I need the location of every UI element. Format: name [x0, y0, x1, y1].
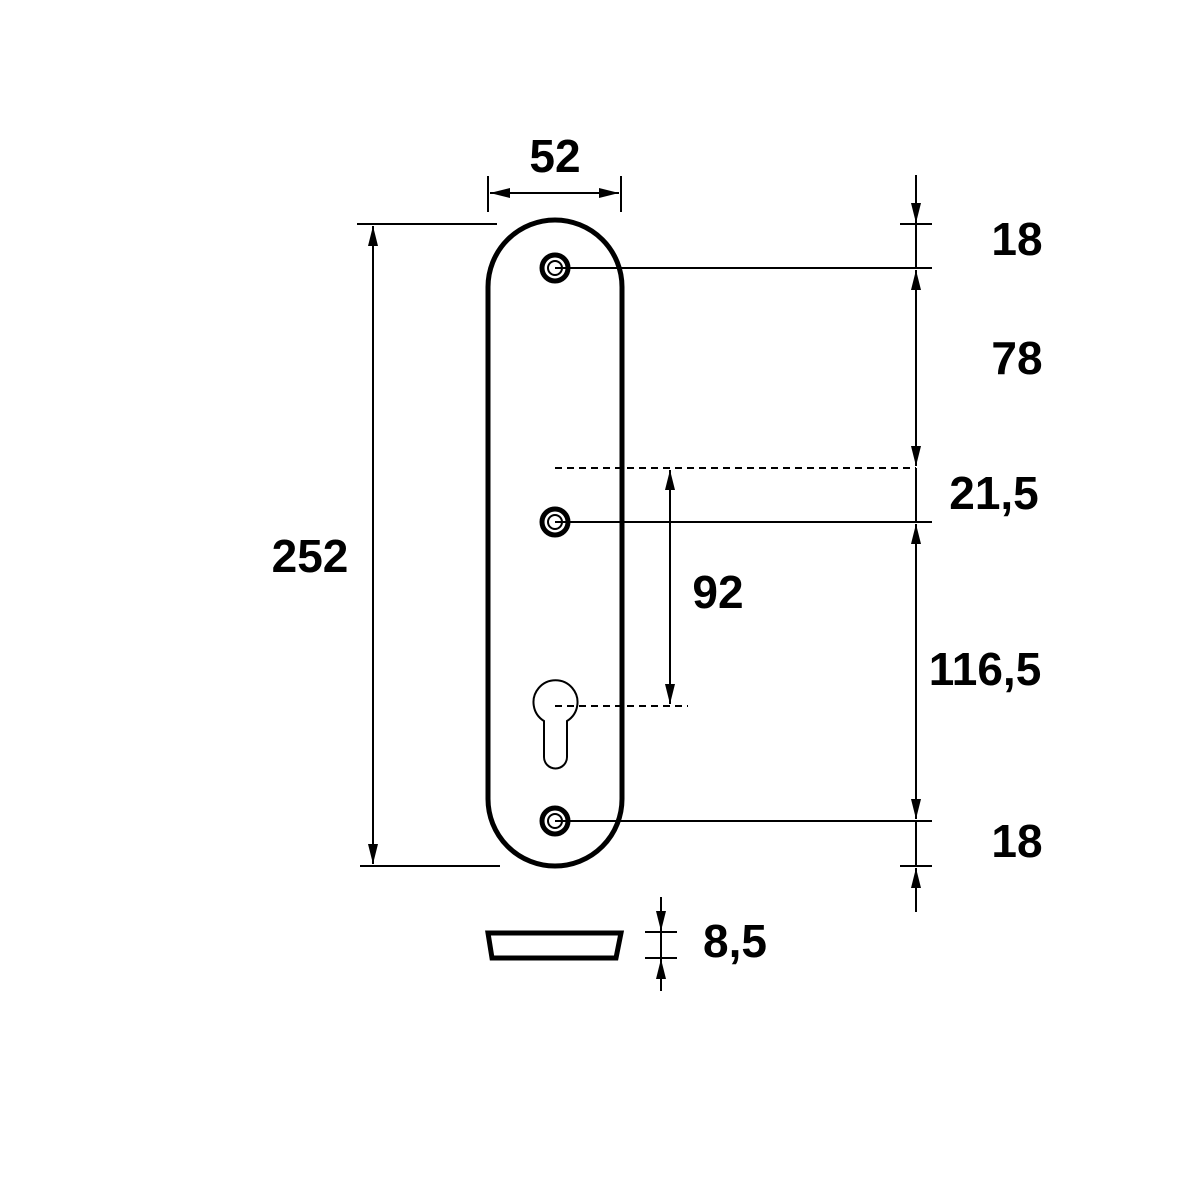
plate-outline	[485, 217, 625, 869]
bottom-margin-label: 18	[991, 815, 1042, 867]
plate-profile	[485, 930, 625, 961]
width-dimension: 52	[487, 130, 622, 212]
offset-label: 21,5	[949, 467, 1039, 519]
height-dimension: 252	[272, 223, 500, 867]
hole-spacing-dimensions: 18 78 21,5 116,5 18	[555, 175, 1043, 912]
thickness-dimension: 8,5	[645, 897, 767, 991]
keyhole-distance-dimension: 92	[555, 470, 744, 707]
width-label: 52	[529, 130, 580, 182]
keyhole-cylinder-cutout	[532, 679, 579, 770]
thickness-label: 8,5	[703, 915, 767, 967]
screw-holes	[539, 252, 571, 837]
upper-spacing-label: 78	[991, 332, 1042, 384]
lower-spacing-label: 116,5	[929, 643, 1042, 695]
top-margin-label: 18	[991, 213, 1042, 265]
height-label: 252	[272, 530, 349, 582]
keyhole-distance-label: 92	[692, 566, 743, 618]
